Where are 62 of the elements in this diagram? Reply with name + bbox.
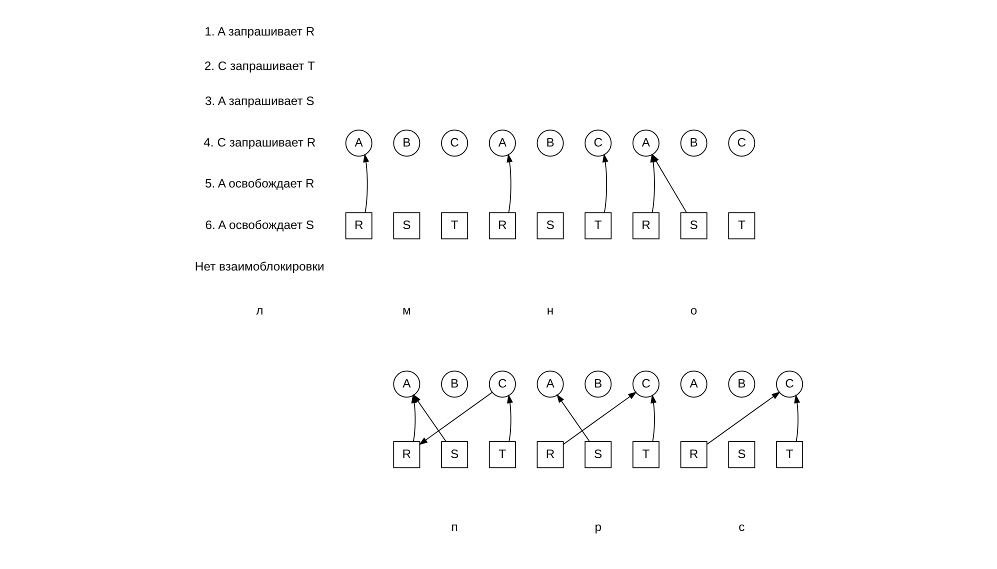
- node-circle: A: [536, 370, 564, 398]
- node-box: R: [393, 441, 420, 468]
- label: п: [451, 520, 458, 534]
- label: о: [690, 303, 698, 318]
- node-circle: B: [728, 370, 756, 398]
- label: 6. A освобождает S: [205, 218, 314, 232]
- label: 2. C запрашивает T: [204, 59, 315, 74]
- label: 4. C запрашивает R: [204, 135, 316, 150]
- node-circle: C: [728, 130, 756, 157]
- node-box: S: [728, 441, 756, 468]
- node-box: R: [488, 212, 516, 240]
- label: р: [594, 520, 602, 534]
- node-box: T: [776, 441, 804, 468]
- node-box: T: [488, 441, 516, 468]
- node-box: R: [345, 212, 372, 240]
- node-box: T: [584, 212, 612, 240]
- node-box: R: [536, 441, 564, 468]
- node-circle: A: [680, 370, 708, 398]
- label: л: [256, 303, 264, 318]
- node-box: T: [441, 212, 468, 240]
- label: 5. A освобождает R: [204, 176, 314, 191]
- label: Нет взаимоблокировки: [194, 259, 324, 274]
- arrow: [650, 394, 657, 442]
- node-circle: B: [584, 370, 612, 398]
- node-box: S: [393, 212, 420, 240]
- arrow: [556, 394, 590, 442]
- label: 1. A запрашивает R: [204, 24, 315, 38]
- arrow: [706, 392, 780, 445]
- node-box: T: [632, 441, 660, 468]
- arrow: [507, 394, 513, 442]
- node-circle: C: [632, 370, 660, 398]
- node-circle: B: [536, 130, 564, 157]
- arrow: [418, 392, 493, 445]
- arrow: [413, 394, 446, 442]
- arrow: [602, 154, 608, 213]
- label: м: [402, 303, 411, 318]
- node-circle: C: [584, 130, 612, 157]
- node-circle: C: [776, 370, 804, 398]
- node-box: S: [536, 212, 564, 240]
- node-circle: C: [488, 370, 516, 398]
- label: с: [738, 520, 745, 534]
- node-circle: A: [345, 130, 372, 157]
- node-box: S: [680, 212, 708, 240]
- node-box: S: [441, 441, 468, 468]
- node-circle: A: [488, 130, 516, 157]
- node-circle: B: [441, 370, 468, 398]
- node-circle: B: [393, 130, 420, 157]
- node-box: R: [680, 441, 708, 468]
- node-circle: C: [441, 130, 468, 157]
- node-box: S: [584, 441, 612, 468]
- node-box: R: [632, 212, 660, 240]
- arrow: [652, 154, 687, 213]
- arrow: [363, 154, 370, 213]
- arrow: [563, 392, 637, 445]
- node-circle: B: [680, 130, 708, 157]
- label: 3. A запрашивает S: [205, 94, 314, 108]
- node-box: T: [728, 212, 756, 240]
- arrow: [794, 394, 800, 442]
- node-circle: A: [632, 130, 660, 157]
- node-circle: A: [393, 370, 420, 398]
- arrow: [506, 154, 513, 213]
- label: н: [546, 303, 554, 318]
